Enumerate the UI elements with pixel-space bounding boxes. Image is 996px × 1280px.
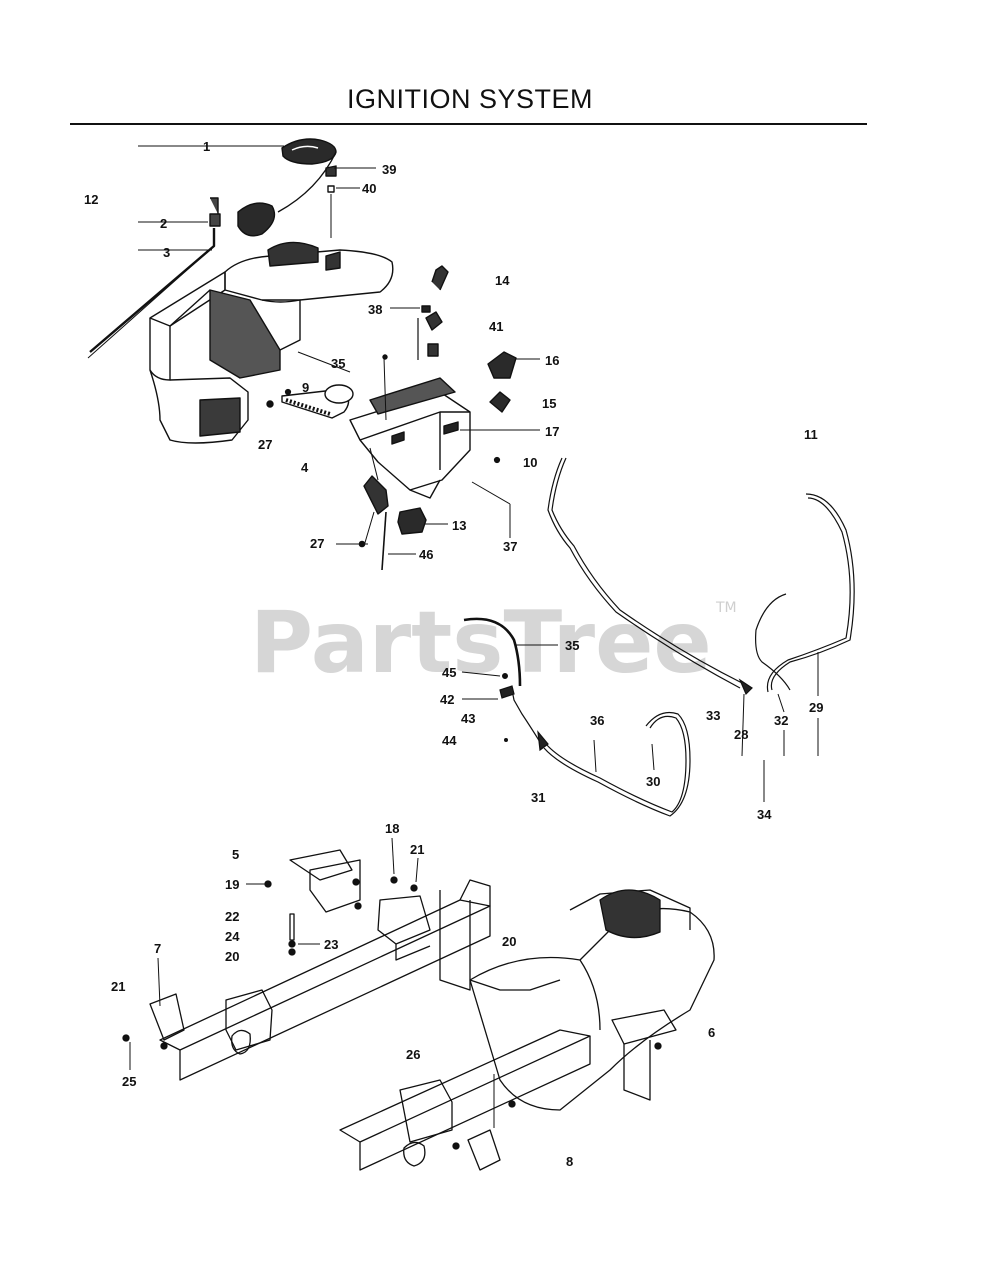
- callout-4: 4: [301, 460, 309, 475]
- callout-31: 31: [531, 790, 545, 805]
- ignition-bracket-part: [349, 377, 471, 499]
- callout-25: 25: [122, 1074, 136, 1089]
- callout-41: 41: [489, 319, 503, 334]
- callout-11: 11: [804, 427, 818, 442]
- watermark: PartsTree TM: [250, 593, 737, 693]
- callout-26: 26: [406, 1047, 420, 1062]
- callout-39: 39: [382, 162, 396, 177]
- callout-12: 12: [84, 192, 98, 207]
- callout-21: 21: [410, 842, 424, 857]
- callout-46: 46: [419, 547, 433, 562]
- callout-29: 29: [809, 700, 823, 715]
- fuel-lines-drawing: [463, 457, 855, 817]
- callout-3: 3: [163, 245, 170, 260]
- callout-27: 27: [310, 536, 324, 551]
- callout-35: 35: [331, 356, 345, 371]
- callout-34: 34: [757, 807, 772, 822]
- callout-13: 13: [452, 518, 466, 533]
- callout-1: 1: [203, 139, 210, 154]
- callout-33: 33: [706, 708, 720, 723]
- callout-38: 38: [368, 302, 382, 317]
- callout-44: 44: [442, 733, 457, 748]
- callout-21: 21: [111, 979, 125, 994]
- callout-19: 19: [225, 877, 239, 892]
- callout-20: 20: [225, 949, 239, 964]
- callout-8: 8: [566, 1154, 573, 1169]
- callout-18: 18: [385, 821, 399, 836]
- callout-2: 2: [160, 216, 167, 231]
- lower-assembly-drawing: [122, 849, 715, 1171]
- solenoid-part: [266, 384, 354, 419]
- callout-42: 42: [440, 692, 454, 707]
- watermark-text: PartsTree: [250, 593, 712, 693]
- callout-24: 24: [225, 929, 240, 944]
- callout-22: 22: [225, 909, 239, 924]
- lever-switch-part: [363, 447, 389, 571]
- callout-labels: 1 39 40 12 2 3 14 38 41 35 16 9 15 17 11…: [84, 139, 823, 1169]
- hardware-part: [325, 165, 501, 548]
- rod-part: [87, 197, 221, 359]
- callout-17: 17: [545, 424, 559, 439]
- upper-assembly-drawing: [87, 138, 517, 571]
- callout-35: 35: [565, 638, 579, 653]
- callout-27: 27: [258, 437, 272, 452]
- callout-20: 20: [502, 934, 516, 949]
- connector-part: [487, 351, 517, 413]
- callout-9: 9: [302, 380, 309, 395]
- leader-lines: [129, 145, 819, 1128]
- ignition-switch-part: [382, 265, 449, 421]
- callout-10: 10: [523, 455, 537, 470]
- callout-37: 37: [503, 539, 517, 554]
- callout-45: 45: [442, 665, 456, 680]
- page-title: IGNITION SYSTEM: [346, 84, 594, 114]
- callout-7: 7: [154, 941, 161, 956]
- fuel-tank-part: [149, 241, 394, 444]
- watermark-trademark: TM: [715, 600, 737, 616]
- callout-16: 16: [545, 353, 559, 368]
- callout-43: 43: [461, 711, 475, 726]
- callout-6: 6: [708, 1025, 715, 1040]
- callout-23: 23: [324, 937, 338, 952]
- callout-28: 28: [734, 727, 748, 742]
- callout-36: 36: [590, 713, 604, 728]
- callout-14: 14: [495, 273, 510, 288]
- relay-part: [397, 507, 427, 535]
- callout-5: 5: [232, 847, 239, 862]
- callout-30: 30: [646, 774, 660, 789]
- callout-40: 40: [362, 181, 376, 196]
- callout-32: 32: [774, 713, 788, 728]
- callout-15: 15: [542, 396, 556, 411]
- title-rule: [70, 123, 867, 125]
- fuel-cap-part: [237, 138, 337, 237]
